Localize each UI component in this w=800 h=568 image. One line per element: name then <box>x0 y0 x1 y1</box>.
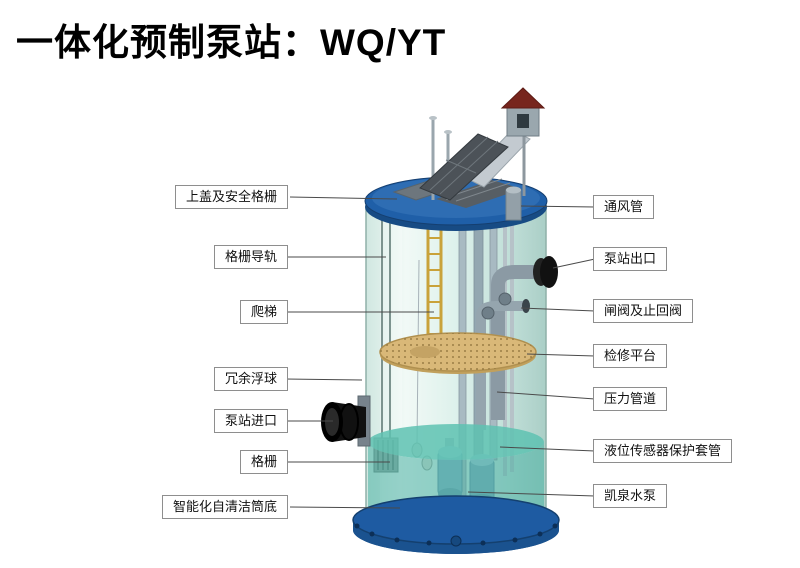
label-top-cover-safety-grille: 上盖及安全格栅 <box>174 185 288 209</box>
label-grille-guide-rail: 格栅导轨 <box>213 245 288 269</box>
page-title: 一体化预制泵站：WQ/YT <box>16 22 447 63</box>
label-station-outlet: 泵站出口 <box>593 247 668 271</box>
maintenance-platform <box>379 332 537 374</box>
solar-panel <box>419 129 531 201</box>
inlet-pipe <box>321 395 371 447</box>
guide-rails <box>381 214 391 442</box>
leader-lines <box>262 196 596 509</box>
label-pressure-pipe: 压力管道 <box>593 387 668 411</box>
label-kaiquan-pump: 凯泉水泵 <box>593 484 668 508</box>
label-gate-check-valve: 闸阀及止回阀 <box>593 299 694 323</box>
outlet-pipe <box>476 256 558 430</box>
label-redundant-float: 冗余浮球 <box>213 367 288 391</box>
label-vent-pipe: 通风管 <box>593 195 655 219</box>
label-maintenance-platform: 检修平台 <box>593 344 668 368</box>
label-ladder: 爬梯 <box>239 300 288 324</box>
label-level-sensor-sleeve: 液位传感器保护套管 <box>593 439 733 463</box>
vent-pipe <box>505 186 522 221</box>
label-station-inlet: 泵站进口 <box>213 409 288 433</box>
label-grille: 格栅 <box>239 450 288 474</box>
base-flange <box>352 495 560 554</box>
label-self-cleaning-bottom: 智能化自清洁筒底 <box>161 495 288 519</box>
control-box <box>500 87 546 196</box>
